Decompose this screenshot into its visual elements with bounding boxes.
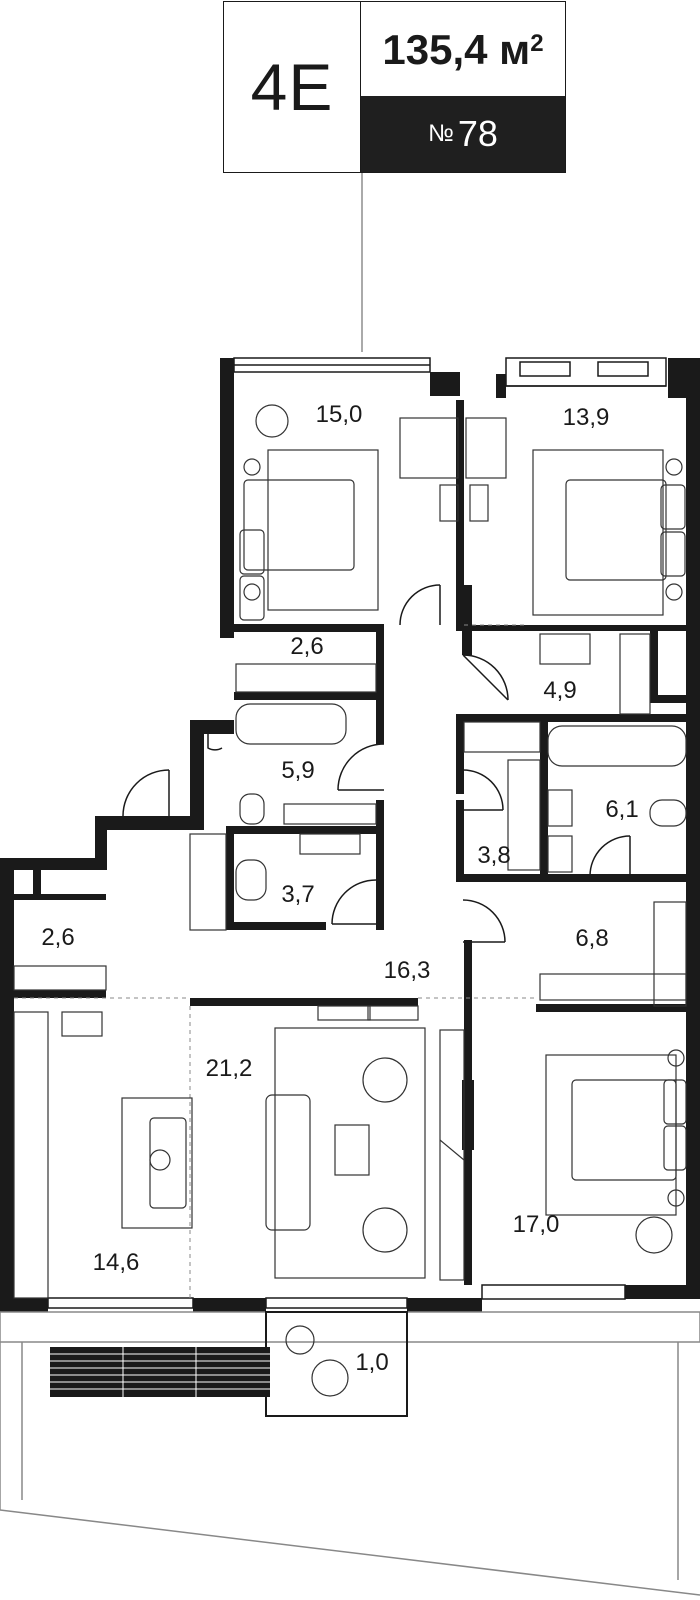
room-area-label: 6,8 — [575, 925, 608, 952]
room-area-label: 4,9 — [543, 677, 576, 704]
room-labels: 15,0 13,9 2,6 4,9 5,9 6,1 3,8 3,7 2,6 6,… — [41, 401, 638, 1376]
room-area-label: 1,0 — [355, 1349, 388, 1376]
room-area-label: 16,3 — [384, 957, 431, 984]
room-area-label: 17,0 — [513, 1211, 560, 1238]
bed-nw — [267, 449, 379, 611]
room-area-label: 21,2 — [206, 1055, 253, 1082]
room-area-label: 13,9 — [563, 404, 610, 431]
apartment-number-value: 78 — [457, 113, 498, 154]
area-unit: м — [499, 26, 531, 73]
zone-lines — [14, 624, 536, 1298]
room-area-label: 3,8 — [477, 842, 510, 869]
windows-top — [233, 357, 667, 387]
room-area-label: 6,1 — [605, 796, 638, 823]
furniture — [13, 404, 687, 1397]
bed-ne — [532, 449, 664, 616]
room-area-label: 3,7 — [281, 881, 314, 908]
door-swings — [122, 584, 631, 943]
area-unit-power: 2 — [530, 30, 544, 57]
room-area-label: 2,6 — [41, 924, 74, 951]
number-sign: № — [428, 120, 454, 147]
room-area-label: 15,0 — [316, 401, 363, 428]
exterior-walls — [0, 358, 700, 1312]
total-area-value: 135,4 — [382, 26, 488, 73]
windows-bottom — [0, 1284, 700, 1596]
radiator-lines — [50, 1347, 270, 1397]
room-area-label: 5,9 — [281, 757, 314, 784]
room-area-label: 2,6 — [290, 633, 323, 660]
room-area-label: 14,6 — [93, 1249, 140, 1276]
bed-se — [545, 1054, 677, 1216]
apartment-type: 4E — [224, 2, 361, 172]
interior-walls — [14, 400, 686, 1285]
